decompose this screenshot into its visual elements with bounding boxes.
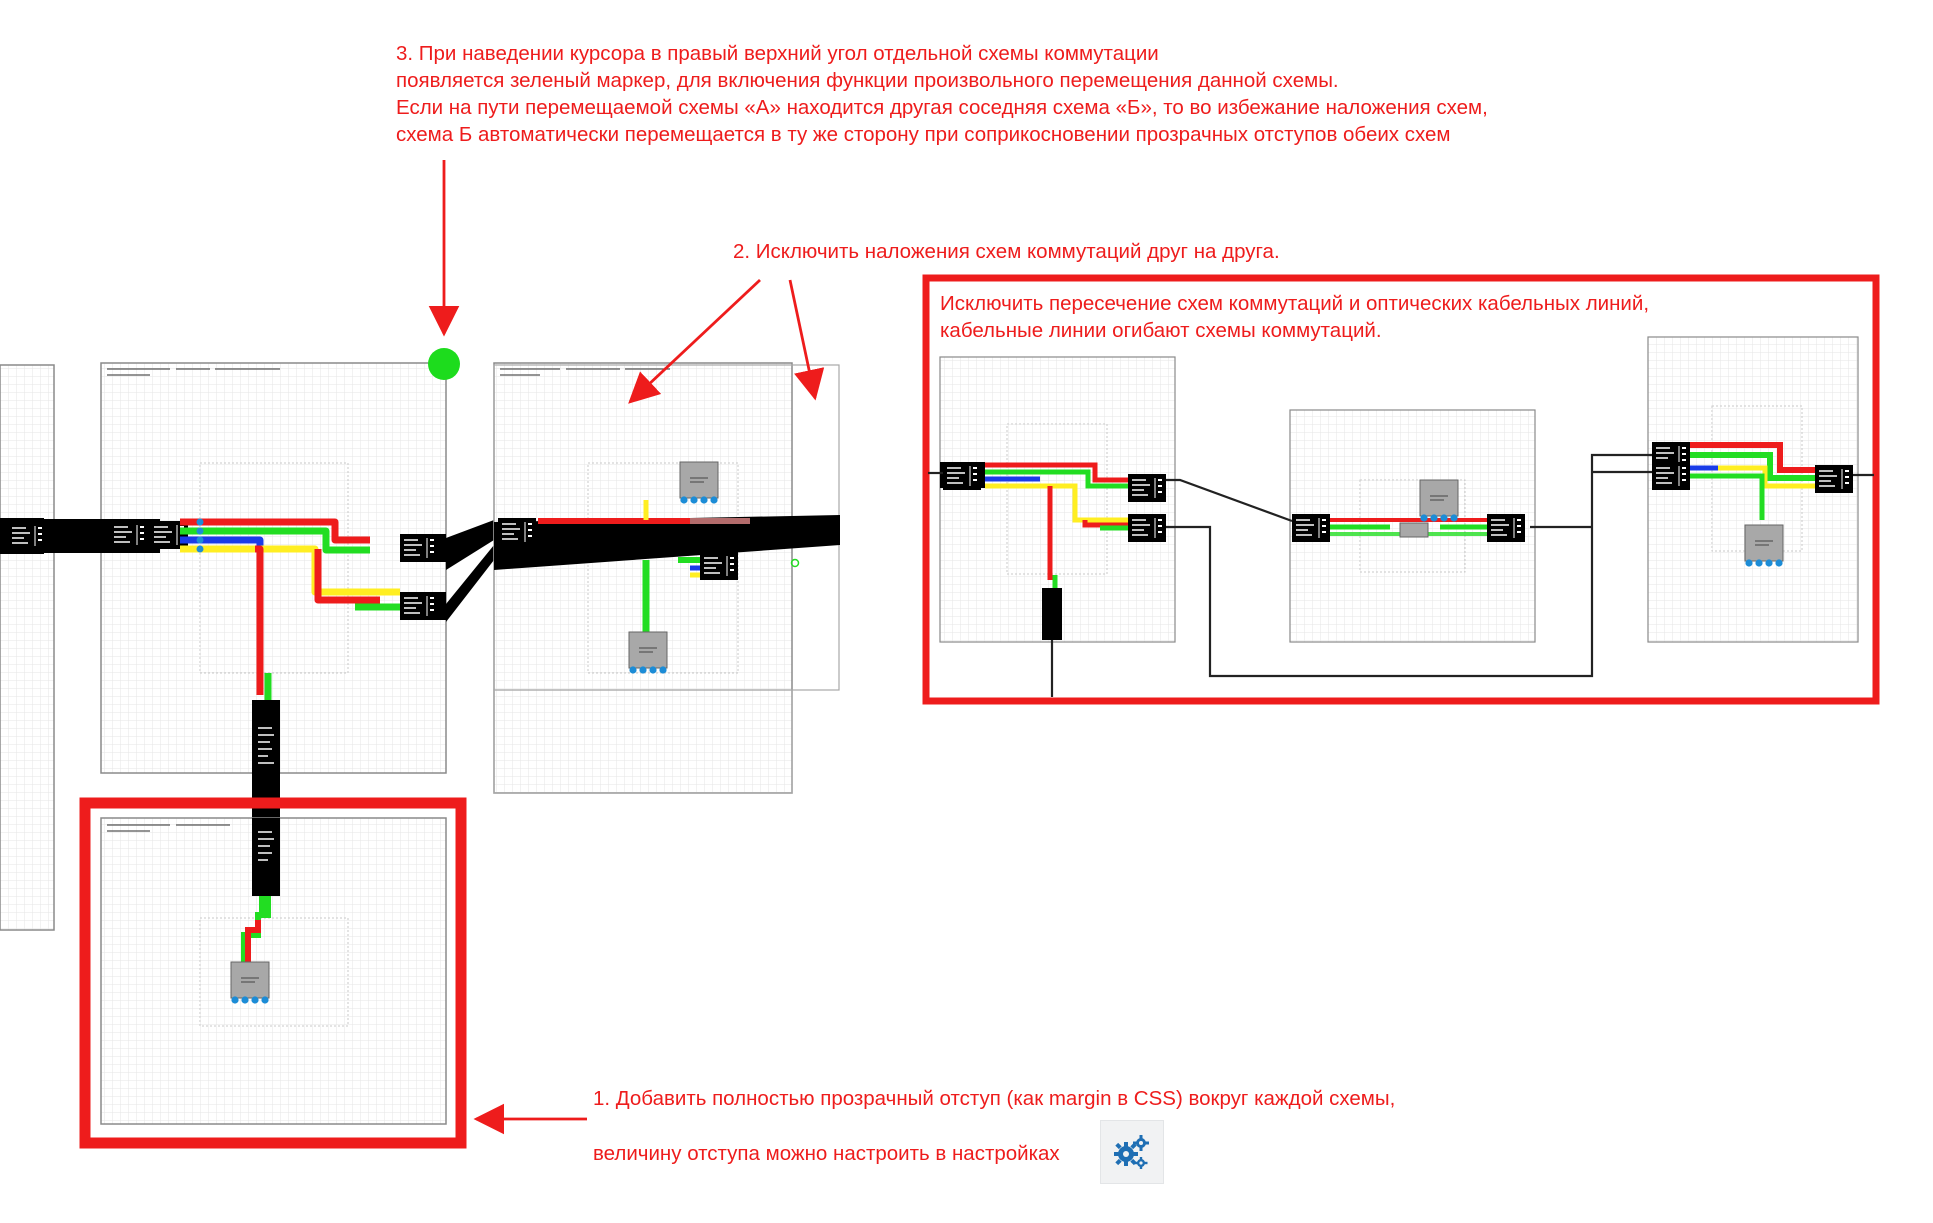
note-1-line-2: величину отступа можно настроить в настр… [593, 1142, 1060, 1165]
scheme-b-cables [494, 461, 840, 675]
note-3-line-2: появляется зеленый маркер, для включения… [396, 69, 1339, 92]
annotation-arrows [428, 160, 825, 1135]
scheme-bottom-content [230, 818, 280, 1005]
example-scheme-3[interactable] [1647, 336, 1859, 643]
note-example: Исключить пересечение схем коммутаций и … [940, 290, 1649, 344]
note-example-line-2: кабельные линии огибают схемы коммутаций… [940, 319, 1382, 342]
example-scheme-1[interactable] [939, 356, 1176, 643]
arrow-note2-b [788, 279, 825, 401]
note-3-line-3: Если на пути перемещаемой схемы «А» нахо… [396, 96, 1488, 119]
green-move-marker[interactable] [428, 348, 460, 380]
example-routed-cables [928, 453, 1874, 697]
scheme-a-right-closures [399, 533, 446, 621]
arrow-note2-a [628, 278, 761, 404]
note-3: 3. При наведении курсора в правый верхни… [396, 40, 1488, 148]
note-example-line-1: Исключить пересечение схем коммутаций и … [940, 292, 1650, 315]
settings-button[interactable] [1100, 1120, 1164, 1184]
scheme-b[interactable] [493, 362, 840, 794]
gears-icon [1114, 1135, 1149, 1169]
note-1-line-1: 1. Добавить полностью прозрачный отступ … [593, 1087, 1396, 1110]
cable-vertical-a [252, 700, 280, 830]
scheme-a-header [107, 368, 280, 376]
scheme-left-edge[interactable] [0, 364, 55, 931]
scheme-a-fibers [180, 518, 400, 700]
note-3-line-4: схема Б автоматически перемещается в ту … [396, 123, 1451, 146]
cable-diagonal [446, 520, 494, 622]
scheme-a-ports [196, 518, 204, 553]
cable-main-left [0, 518, 189, 554]
note-3-line-1: 3. При наведении курсора в правый верхни… [396, 42, 1159, 65]
example-scheme-2[interactable] [1289, 409, 1536, 643]
note-2: 2. Исключить наложения схем коммутаций д… [733, 240, 1280, 263]
